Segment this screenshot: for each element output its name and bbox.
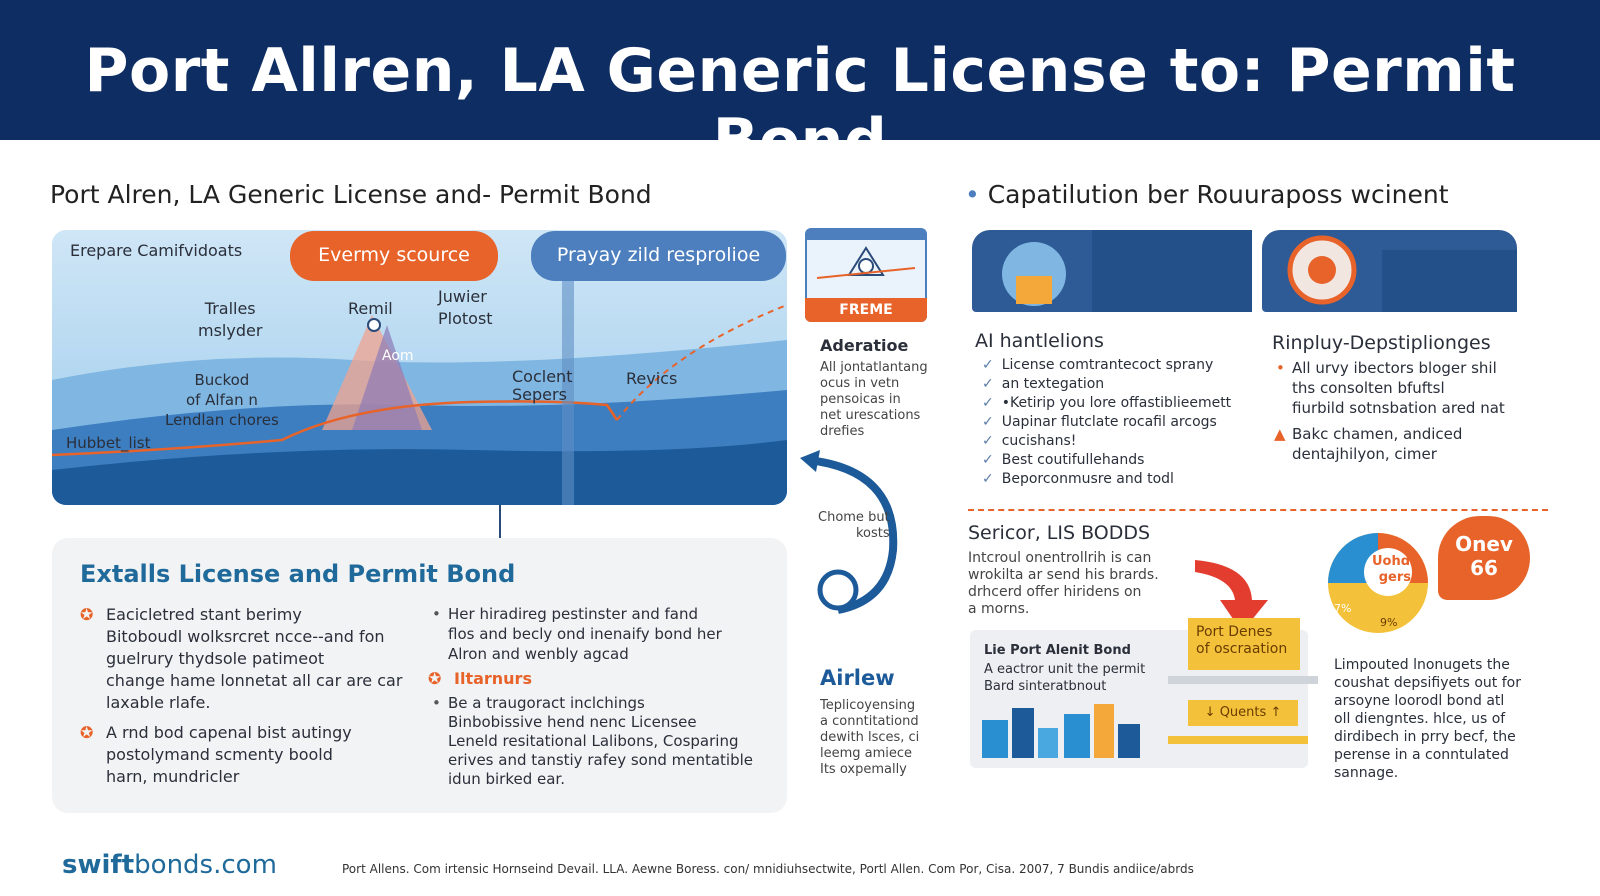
rinpluy-title: Rinpluy-Depstiplionges [1272, 332, 1491, 354]
airlew-body: Teplicoyensing a conntitationd dewith ls… [820, 698, 920, 777]
page-title: Port Allren, LA Generic License to: Perm… [84, 36, 1516, 176]
down-arrow-icon [1195, 560, 1268, 632]
check-icon: ✓ [982, 433, 994, 449]
explain-col2-item-3: • Be a traugoract inclchings Binbobissiv… [432, 694, 754, 788]
coclent-label: Coclent Sepers [512, 367, 573, 404]
onev-bubble: Onev 66 [1438, 516, 1530, 600]
aderatioe-title: Aderatioe [820, 336, 909, 355]
tralles-label: Tralles mslyder [198, 299, 263, 340]
pin-icon [367, 318, 381, 332]
ai-list: ✓License comtrantecoct sprany ✓an texteg… [982, 356, 1231, 489]
ai-item: ✓cucishans! [982, 433, 1077, 449]
donut-label-7: 7% [1334, 602, 1352, 615]
route-line [52, 400, 619, 457]
ai-item: ✓License comtrantecoct sprany [982, 357, 1214, 373]
arrow-down-icon: ↓ [1204, 705, 1216, 720]
connector-line [499, 505, 501, 539]
city-buildings-icon [982, 704, 1140, 758]
revics-label: Revics [626, 369, 678, 388]
explain-col2-item-1: • Her hiradireg pestinster and fand flos… [432, 605, 722, 663]
bullet-dot-icon: • [1276, 359, 1285, 377]
star-icon: ✪ [80, 723, 94, 742]
footer-logo[interactable]: swiftbonds.com [62, 850, 277, 880]
shelf-divider [1168, 676, 1318, 684]
gold-bar [1168, 736, 1308, 744]
ai-title: AI hantlelions [975, 330, 1104, 352]
donut-chart [1328, 533, 1428, 633]
ai-item: ✓Best coutifullehands [982, 452, 1145, 468]
port-denes-box: Port Denes of oscraation [1188, 618, 1300, 670]
check-icon: ✓ [982, 357, 994, 373]
port-bond-title: Lie Port Alenit Bond [984, 643, 1131, 658]
sericor-title: Sericor, LIS BODDS [968, 522, 1151, 544]
bullet-dot-icon: • [432, 694, 441, 712]
limpouted-text: Limpouted lnonugets the coushat depsifiy… [1334, 657, 1521, 781]
right-section-title: • Capatilution ber Rouuraposs wcinent [965, 180, 1449, 209]
explain-title: Extalls License and Permit Bond [80, 560, 516, 588]
port-bond-body: A eactror unit the permit Bard sinteratb… [984, 662, 1146, 694]
title-bullet-icon: • [965, 180, 980, 209]
airlew-title: Airlew [820, 666, 895, 690]
explain-col1-item-2: ✪ A rnd bod capenal bist autingy postoly… [80, 723, 352, 786]
bullet-dot-icon: • [432, 605, 441, 623]
star-icon: ✪ [80, 605, 94, 624]
star-icon: ✪ [428, 669, 442, 688]
prayay-response-pill[interactable]: Prayay zild resprolioe [531, 231, 786, 281]
left-section-title: Port Alren, LA Generic License and- Perm… [50, 180, 652, 209]
check-icon: ✓ [982, 414, 994, 430]
header-banner: Port Allren, LA Generic License to: Perm… [0, 0, 1600, 176]
caret-up-icon: ▲ [1274, 425, 1286, 443]
sericor-body: Intcroul onentrollrih is can wrokilta ar… [968, 550, 1159, 617]
arrow-up-icon: ↑ [1270, 705, 1282, 720]
check-icon: ✓ [982, 376, 994, 392]
remil-label: Remil [348, 299, 393, 318]
aom-label: Aom [382, 348, 414, 364]
dashed-divider [968, 509, 1548, 511]
donut-label-9: 9% [1380, 616, 1398, 629]
ai-item: ✓an textegation [982, 376, 1105, 392]
ai-item: ✓•Ketirip you lore offastiblieemett [982, 395, 1232, 411]
juwier-label: Juwier Plotost [438, 287, 493, 328]
prepare-label: Erepare Camifvidoats [70, 241, 243, 260]
rinpluy-item-1: • All urvy ibectors bloger shil ths cons… [1276, 359, 1505, 417]
rinpluy-item-2: ▲ Bakc chamen, andiced dentajhilyon, cim… [1274, 425, 1463, 463]
hubbet-label: Hubbet_list [66, 434, 151, 452]
freme-badge[interactable]: FREME [805, 298, 927, 322]
chome-text: Chome but kosts [818, 510, 890, 541]
quents-button[interactable]: ↓ Quents ↑ [1188, 700, 1298, 726]
evermy-source-pill[interactable]: Evermy scource [290, 231, 498, 281]
check-icon: ✓ [982, 395, 994, 411]
check-icon: ✓ [982, 452, 994, 468]
cycle-arrow-icon [800, 450, 898, 614]
footer-note: Port Allens. Com irtensic Hornseind Deva… [342, 862, 1194, 876]
donut-label-main: Uohds gers [1372, 554, 1418, 585]
check-icon: ✓ [982, 471, 994, 487]
explain-col1-item-1: ✪ Eacicletred stant berimy Bitoboudl wol… [80, 605, 403, 712]
ai-item: ✓Beporconmusre and todl [982, 471, 1174, 487]
explain-card: Extalls License and Permit Bond [52, 538, 787, 813]
ai-item: ✓Uapinar flutclate rocafil arcogs [982, 414, 1217, 430]
ai-illustration [972, 230, 1252, 312]
aderatioe-body: All jontatlantang ocus in vetn pensoicas… [820, 360, 928, 439]
buckod-label: Buckod of Alfan n Lendlan chores [165, 371, 279, 429]
rinpluy-illustration [1262, 230, 1517, 312]
explain-col2-item-2: ✪ Iltarnurs [428, 669, 532, 688]
